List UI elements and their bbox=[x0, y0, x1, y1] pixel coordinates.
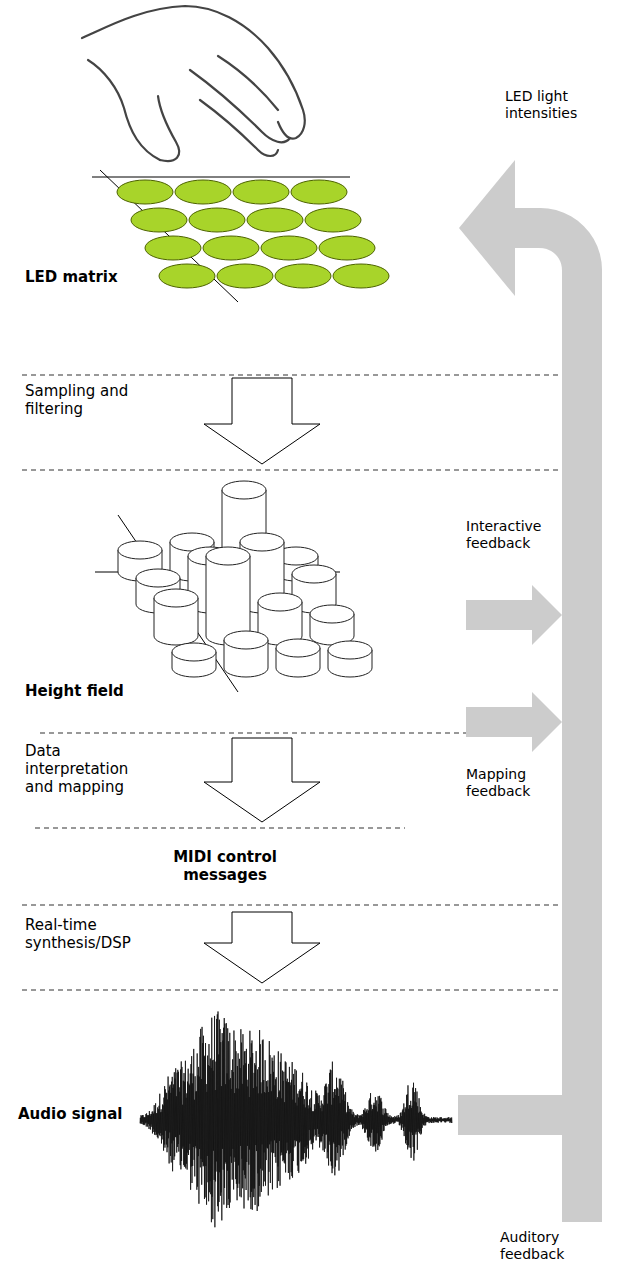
feedback-label: Mapping feedback bbox=[466, 766, 560, 800]
audio-waveform bbox=[140, 1011, 452, 1227]
cylinder-top bbox=[136, 569, 180, 587]
cylinder-top bbox=[154, 589, 198, 607]
led bbox=[217, 264, 273, 288]
led bbox=[145, 236, 201, 260]
feedback-loop-arrow bbox=[458, 160, 582, 1115]
pipeline-stage: Height field bbox=[10, 474, 455, 728]
process-step-label: Sampling and filtering bbox=[25, 382, 153, 418]
led bbox=[333, 264, 389, 288]
led bbox=[261, 236, 317, 260]
pipeline-stage: Audio signal bbox=[10, 993, 455, 1263]
led bbox=[319, 236, 375, 260]
led bbox=[247, 208, 303, 232]
block-arrow bbox=[204, 738, 320, 822]
feedback-label: Auditory feedback bbox=[500, 1229, 610, 1263]
led bbox=[233, 180, 289, 204]
cylinder-top bbox=[222, 481, 266, 499]
flow-arrow bbox=[204, 738, 320, 822]
led bbox=[291, 180, 347, 204]
led bbox=[305, 208, 361, 232]
stage-title: Height field bbox=[25, 682, 155, 700]
cylinder-top bbox=[224, 631, 268, 649]
led bbox=[131, 208, 187, 232]
flow-arrow bbox=[204, 912, 320, 983]
pipeline-stage: LED matrix bbox=[10, 170, 455, 368]
process-step-label: Real-time synthesis/DSP bbox=[25, 916, 153, 952]
process-step-label: Data interpretation and mapping bbox=[25, 742, 153, 796]
led-matrix-illustration bbox=[92, 170, 389, 302]
stage-title: LED matrix bbox=[25, 268, 150, 286]
cylinder-top bbox=[328, 641, 372, 659]
feedback-arrowhead bbox=[459, 160, 515, 296]
led bbox=[117, 180, 173, 204]
cylinder-top bbox=[172, 643, 216, 661]
cylinder-top bbox=[240, 533, 284, 551]
cylinder-top bbox=[276, 639, 320, 657]
led bbox=[203, 236, 259, 260]
pipeline-stage: MIDI control messages bbox=[10, 832, 455, 902]
led bbox=[175, 180, 231, 204]
block-arrow bbox=[204, 378, 320, 464]
feedback-label: Interactive feedback bbox=[466, 518, 560, 552]
cylinder-top bbox=[258, 593, 302, 611]
cylinder-top bbox=[206, 547, 250, 565]
flow-arrow bbox=[204, 378, 320, 464]
height-field-illustration bbox=[95, 481, 372, 692]
cylinder-top bbox=[292, 565, 336, 583]
stage-title: Audio signal bbox=[18, 1105, 144, 1123]
cylinder-top bbox=[310, 605, 354, 623]
feedback-bar bbox=[458, 228, 582, 1115]
stage-separator bbox=[22, 375, 600, 990]
stage-title: MIDI control messages bbox=[155, 848, 295, 884]
cylinder-top bbox=[118, 541, 162, 559]
hand-sketch bbox=[82, 6, 305, 161]
feedback-label: LED light intensities bbox=[505, 88, 613, 122]
led bbox=[159, 264, 215, 288]
block-arrow bbox=[204, 912, 320, 983]
led bbox=[275, 264, 331, 288]
led bbox=[189, 208, 245, 232]
